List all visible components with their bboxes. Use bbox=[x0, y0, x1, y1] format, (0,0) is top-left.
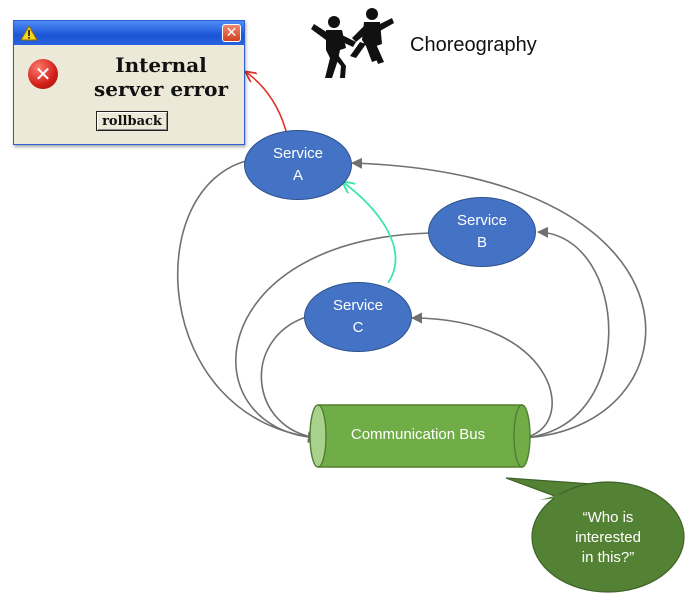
error-x-icon: ✕ bbox=[28, 59, 58, 89]
bubble-line1: “Who is bbox=[582, 509, 634, 526]
bubble-line3: in this?” bbox=[581, 549, 635, 566]
service-a-label-line1: Service bbox=[272, 145, 324, 162]
rollback-button[interactable]: rollback bbox=[96, 111, 168, 131]
connector-bus-to-b bbox=[521, 226, 610, 439]
service-b-node: Service B bbox=[428, 197, 536, 267]
service-c-label-line2: C bbox=[352, 319, 364, 336]
dialog-titlebar: ✕ bbox=[14, 21, 244, 45]
bus-label: Communication Bus bbox=[350, 426, 486, 443]
close-button[interactable]: ✕ bbox=[222, 24, 241, 42]
service-b-label-line2: B bbox=[476, 234, 487, 251]
event-arrow-c-to-a bbox=[343, 182, 397, 284]
connector-c-to-bus bbox=[260, 316, 320, 443]
error-dialog: ✕ ✕ Internal server error rollback bbox=[13, 20, 245, 145]
service-a-node: Service A bbox=[244, 130, 352, 200]
connector-a-to-bus bbox=[176, 159, 320, 443]
connector-bus-to-a bbox=[350, 157, 647, 439]
warning-icon bbox=[20, 25, 38, 41]
connector-bus-to-c bbox=[410, 312, 553, 439]
page-title: Choreography bbox=[410, 34, 537, 56]
error-arrow-a-to-dialog bbox=[246, 72, 287, 132]
service-a-label-line2: A bbox=[292, 167, 303, 184]
service-c-label-line1: Service bbox=[332, 297, 384, 314]
bubble-text: “Who is interested in this?” bbox=[543, 508, 673, 568]
service-c-node: Service C bbox=[304, 282, 412, 352]
communication-bus bbox=[309, 404, 531, 468]
error-message-line1: Internal bbox=[115, 53, 207, 77]
bubble-line2: interested bbox=[575, 529, 641, 546]
service-b-label-line1: Service bbox=[456, 212, 508, 229]
speech-bubble bbox=[505, 477, 685, 593]
dancers-icon bbox=[311, 8, 394, 78]
connector-b-to-bus bbox=[235, 232, 431, 443]
error-message-line2: server error bbox=[93, 77, 229, 101]
